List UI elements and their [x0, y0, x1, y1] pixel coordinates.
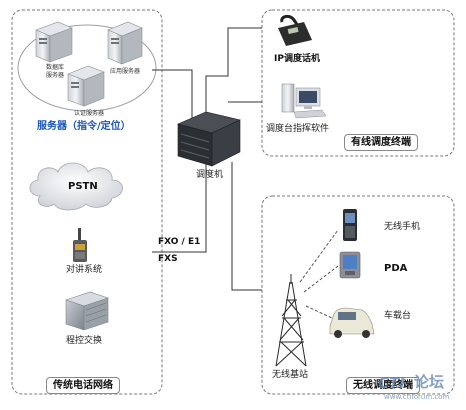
console-computer-icon — [281, 83, 327, 119]
pda-icon — [339, 251, 361, 279]
base-station-label: 无线基站 — [272, 370, 309, 380]
console-software-label: 调度台指挥软件 — [266, 124, 330, 134]
wireless-phone-label: 无线手机 — [384, 222, 421, 232]
mobile-phone-icon — [343, 209, 357, 241]
vehicle-icon — [329, 307, 375, 338]
auth-server-label: 认证服务器 — [74, 110, 105, 117]
watermark-logo-text: 论坛 — [414, 373, 445, 391]
intercom-label: 对讲系统 — [66, 265, 103, 275]
wired-terminal-box — [261, 9, 455, 157]
traditional-network-box — [11, 9, 163, 395]
watermark-url: www.ctiforum.com — [384, 393, 450, 401]
pbx-cabinet-icon — [65, 291, 109, 331]
watermark-logo-letters: CTI — [378, 374, 405, 392]
dispatcher-icon — [177, 111, 241, 167]
ip-phone-icon — [278, 14, 312, 46]
connection-lines — [152, 27, 262, 291]
pstn-label: PSTN — [68, 181, 98, 192]
traditional-network-title: 传统电话网络 — [46, 377, 120, 394]
vehicle-label: 车载台 — [384, 311, 412, 321]
database-server-label-2: 服务器 — [46, 72, 65, 79]
wired-terminal-title: 有线调度终端 — [344, 134, 418, 151]
pda-label: PDA — [384, 263, 408, 274]
wireless-terminal-box — [261, 195, 455, 395]
walkie-talkie-icon — [73, 228, 87, 262]
database-server-icon — [35, 21, 73, 63]
application-server-label: 应用服务器 — [110, 68, 141, 75]
fxo-e1-label: FXO / E1 — [158, 237, 201, 247]
server-cluster-ellipse — [17, 24, 157, 112]
auth-server-icon — [67, 65, 105, 107]
wireless-signal-lines — [299, 229, 339, 319]
fxs-label: FXS — [158, 254, 178, 264]
server-group-label: 服务器（指令/定位） — [37, 121, 131, 132]
database-server-label-1: 数据库 — [46, 64, 65, 71]
wireless-terminal-title: 无线调度终端 — [346, 377, 420, 394]
application-server-icon — [107, 21, 143, 65]
dispatcher-label: 调度机 — [196, 170, 224, 180]
pstn-cloud-icon — [29, 162, 123, 211]
ip-phone-label: IP调度话机 — [274, 54, 320, 64]
base-station-tower-icon — [275, 274, 307, 367]
pbx-label: 程控交换 — [66, 336, 103, 346]
